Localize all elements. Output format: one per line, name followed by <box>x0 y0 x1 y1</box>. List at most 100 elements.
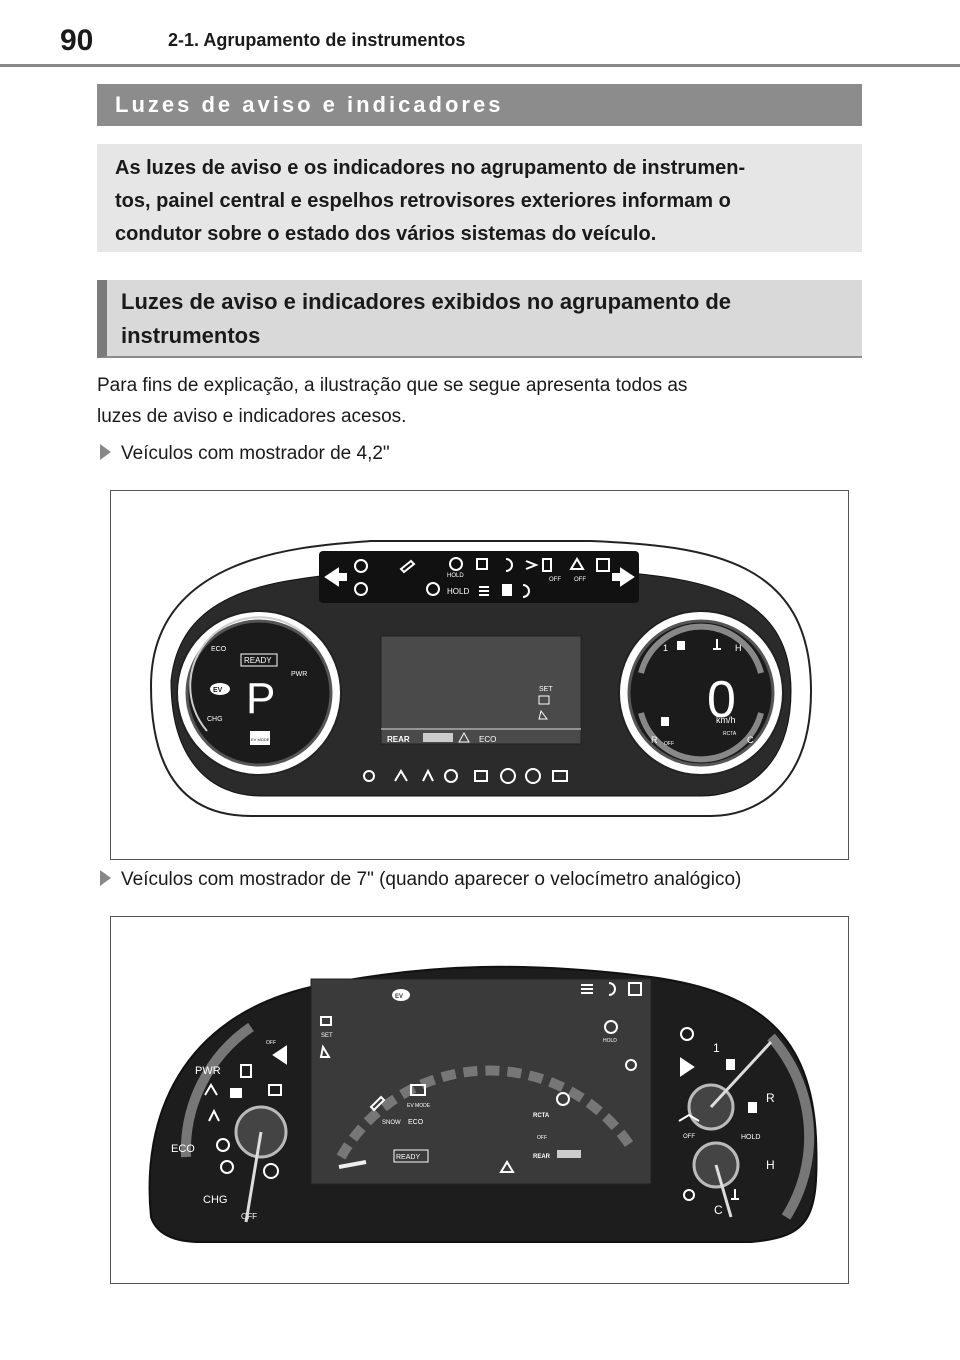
headlight-icon <box>230 1088 242 1098</box>
page-number: 90 <box>60 24 94 57</box>
section-title: Luzes de aviso e indicadores <box>97 84 862 126</box>
set-label: SET <box>539 686 553 693</box>
steering-icon <box>399 559 416 574</box>
eco-label: ECO <box>479 735 496 744</box>
power-meter-gauge <box>185 619 333 767</box>
fuel-reserve-mark: R <box>651 735 658 745</box>
airbag-icon <box>204 1083 218 1096</box>
rear-label: REAR <box>533 1154 551 1160</box>
power-meter-arc <box>180 1022 254 1158</box>
turn-left-arrow-icon <box>324 567 347 587</box>
cluster-4inch-drawing: HOLD HOLD OFF OFF ECO READY PWR CHG P EV… <box>149 540 813 817</box>
sensor-icon <box>683 1189 695 1201</box>
rcta-label: RCTA <box>723 731 737 737</box>
pcs-icon <box>458 731 470 743</box>
figure1-caption-text: Veículos com mostrador de 4,2" <box>121 443 390 464</box>
steering-warning-icon <box>556 1092 570 1106</box>
off-label: OFF <box>537 1135 547 1141</box>
off-label: OFF <box>266 1040 276 1046</box>
fuel-needle <box>709 1040 773 1109</box>
ev-indicator-icon <box>392 989 410 1001</box>
speed-unit: km/h <box>716 715 736 725</box>
off-label: OFF <box>574 577 586 583</box>
power-needle <box>244 1131 263 1223</box>
brake-warning-icon <box>354 559 368 573</box>
sensor-icon <box>363 770 375 782</box>
hold-label: HOLD <box>447 573 464 579</box>
temp-hot-mark: H <box>766 1158 775 1172</box>
pcs-icon <box>499 1160 515 1173</box>
ev-mode-label: EV MODE <box>407 1103 431 1109</box>
fog-light-icon <box>505 558 513 572</box>
off-label: OFF <box>683 1134 695 1140</box>
ev-mode-label: EV MODE <box>251 737 270 742</box>
off-label: OFF <box>664 741 674 747</box>
ev-mode-indicator-icon <box>250 731 270 745</box>
low-fuel-icon <box>661 717 669 726</box>
multi-info-display <box>310 978 652 1185</box>
subsection-heading: Luzes de aviso e indicadores exibidos no… <box>97 280 862 358</box>
low-fuel-icon <box>748 1102 757 1113</box>
fuel-pump-icon <box>726 1059 735 1070</box>
intro-line: condutor sobre o estado dos vários siste… <box>115 223 657 245</box>
fuel-full-mark: 1 <box>663 643 668 653</box>
tail-light-icon <box>525 560 539 570</box>
steering-warning-icon <box>444 769 458 783</box>
seatbelt-warning-icon <box>422 768 434 782</box>
door-icon <box>542 558 552 572</box>
fuel-full-mark: 1 <box>713 1041 720 1055</box>
high-beam-icon <box>581 984 593 994</box>
cruise-icon <box>320 1016 332 1026</box>
header-rule <box>0 64 960 67</box>
speed-readout: 0 <box>707 671 736 729</box>
turn-left-arrow-icon <box>272 1045 287 1065</box>
cluster-7inch-drawing: PWR ECO CHG OFF OFF SET EV SNOW ECO EV M… <box>148 965 818 1243</box>
ev-label: EV <box>395 994 403 1000</box>
hold-brake-icon <box>604 1020 618 1034</box>
top-indicator-strip <box>319 551 639 603</box>
temp-cold-mark: C <box>747 735 754 745</box>
subsection-line: Luzes de aviso e indicadores exibidos no… <box>121 289 732 314</box>
lane-assist-icon <box>319 1044 331 1058</box>
ready-indicator: READY <box>396 1154 420 1161</box>
speed-needle <box>338 1160 367 1169</box>
intro-box: As luzes de aviso e os indicadores no ag… <box>97 144 862 252</box>
pwr-label: PWR <box>195 1065 221 1077</box>
vsc-icon <box>474 770 488 782</box>
chapter-title: 2-1. Agrupamento de instrumentos <box>168 30 466 50</box>
brake-system-icon <box>220 1160 234 1174</box>
fuel-pump-icon <box>677 641 685 650</box>
high-beam-icon <box>476 558 488 570</box>
parking-brake-icon <box>263 1163 279 1179</box>
rear-fog-icon <box>522 584 530 598</box>
seatbelt-icon <box>240 1064 252 1078</box>
speedometer-gauge <box>627 619 775 767</box>
check-engine-icon <box>410 1084 426 1096</box>
rear-label: REAR <box>387 735 410 744</box>
figure1-illustration: HOLD HOLD OFF OFF ECO READY PWR CHG P EV… <box>110 490 849 860</box>
chg-label: CHG <box>203 1194 227 1206</box>
fuel-temp-arc <box>767 1033 815 1220</box>
brake-system-icon <box>525 768 541 784</box>
brake-warning-icon <box>680 1027 694 1041</box>
auto-high-beam-icon <box>628 982 642 996</box>
ev-label: EV <box>213 687 223 694</box>
snow-mode-label: SNOW <box>382 1120 401 1126</box>
intro-line: tos, painel central e espelhos retroviso… <box>115 190 731 212</box>
slip-icon <box>569 557 585 570</box>
paragraph-line: luzes de aviso e indicadores acesos. <box>97 406 407 427</box>
set-label: SET <box>321 1033 333 1039</box>
figure2-illustration: PWR ECO CHG OFF OFF SET EV SNOW ECO EV M… <box>110 916 849 1284</box>
turn-right-arrow-icon <box>680 1057 695 1077</box>
rcta-label: RCTA <box>533 1113 550 1119</box>
paragraph-line: Para fins de explicação, a ilustração qu… <box>97 375 688 396</box>
multi-info-display <box>380 635 582 745</box>
shift-position: P <box>246 674 275 723</box>
eco-label: ECO <box>171 1143 195 1155</box>
figure1-caption: Veículos com mostrador de 4,2" <box>100 442 390 466</box>
fog-light-icon <box>608 982 616 996</box>
headlight-icon <box>502 584 512 596</box>
beam-icon <box>479 586 489 596</box>
hold-brake-icon <box>449 557 463 571</box>
seatbelt-reminder-icon <box>423 733 453 742</box>
